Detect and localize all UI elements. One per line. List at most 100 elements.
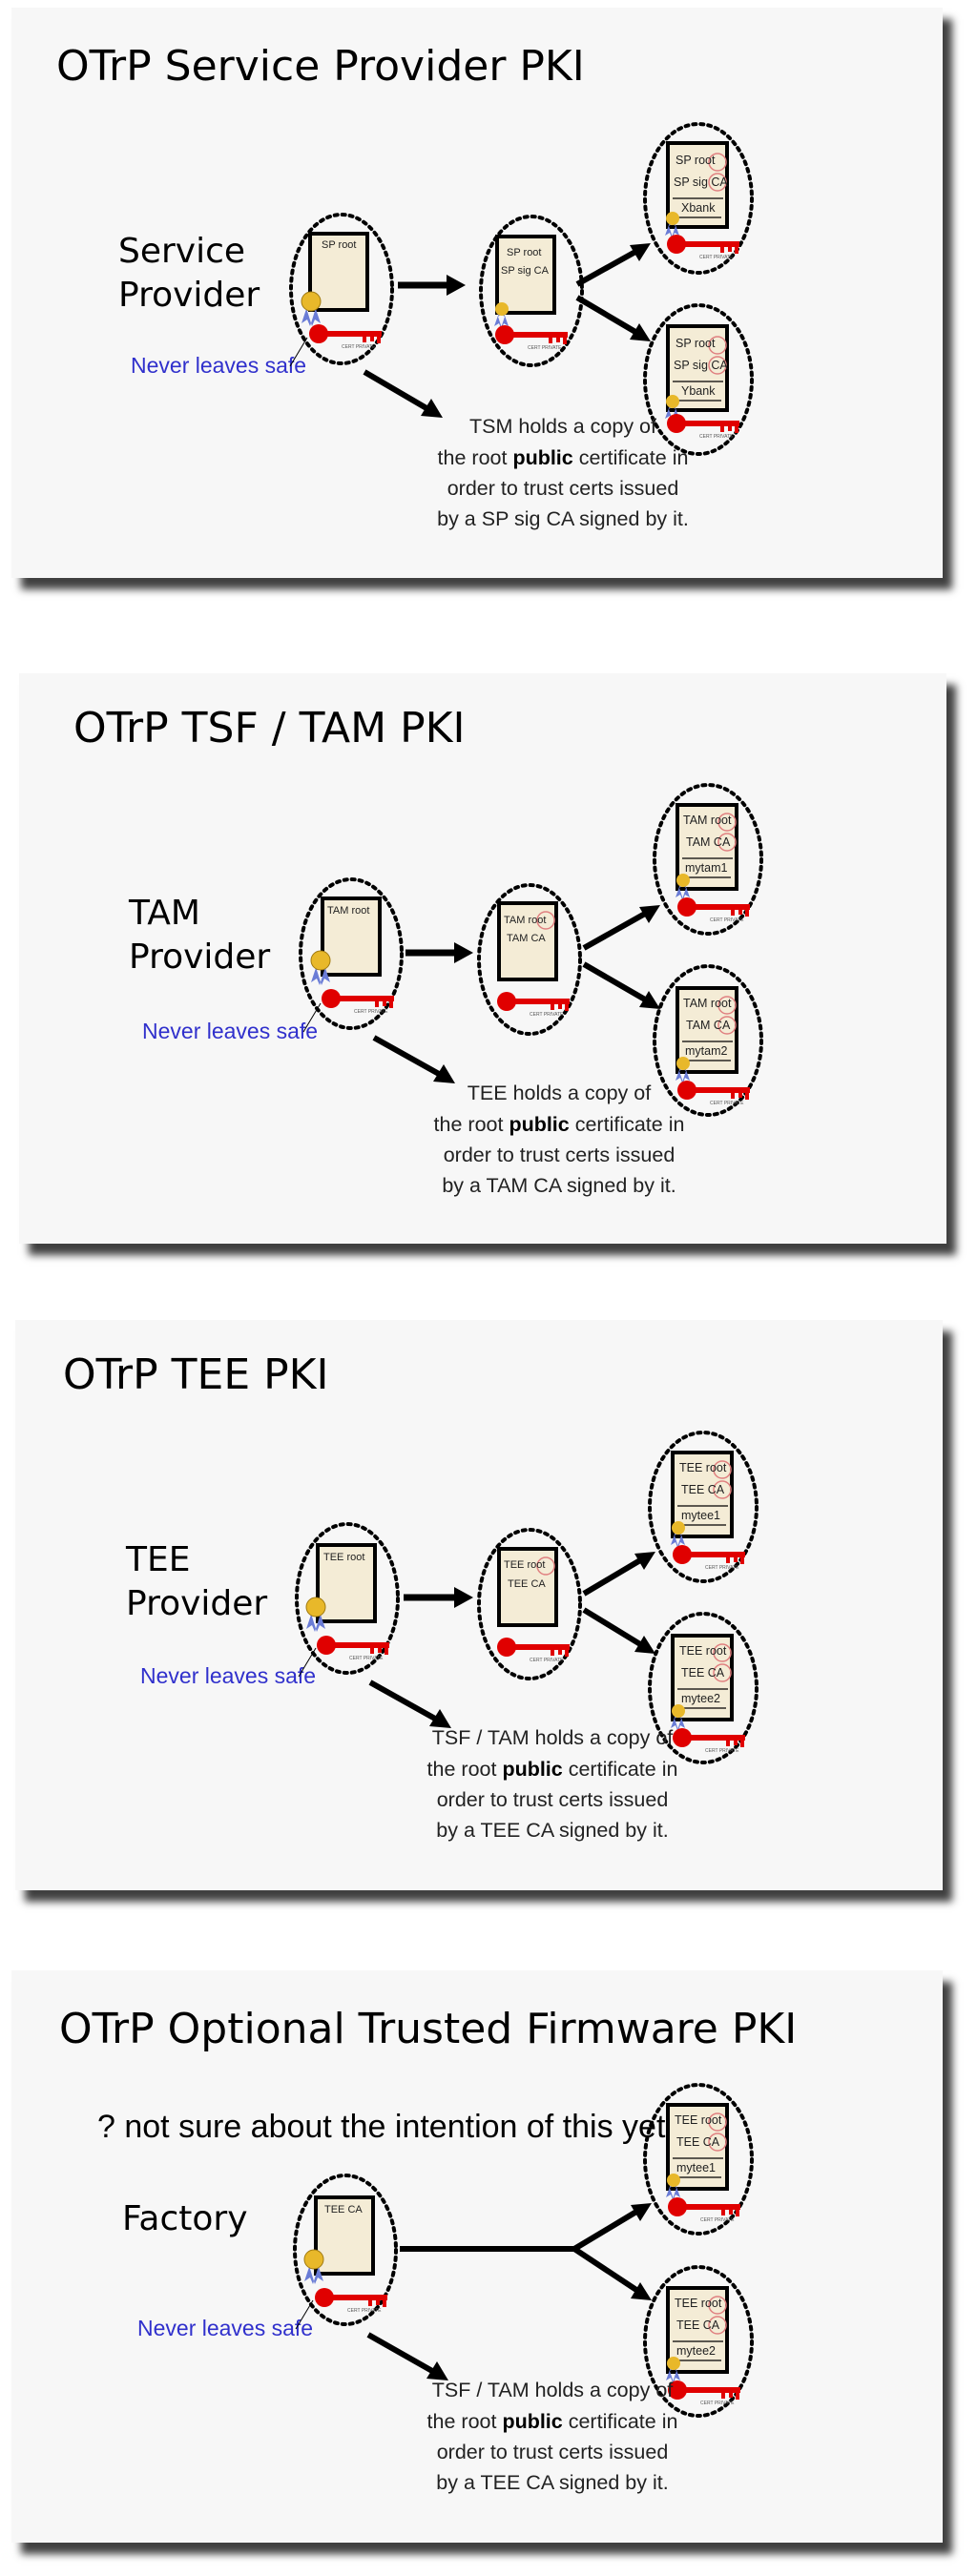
ca-certificate-icon: SP root SP sig CA	[495, 235, 556, 315]
root-oval	[293, 2174, 398, 2326]
seal-ribbon-icon	[494, 302, 509, 328]
private-key-icon: CERT PRIVATE	[667, 235, 739, 260]
arrow-head	[426, 2361, 448, 2380]
note-line3: order to trust certs issued	[437, 1788, 669, 1811]
arrow-root-to-note	[366, 2332, 434, 2374]
key-tag: CERT PRIVATE	[710, 917, 744, 923]
seal-ribbon-icon	[676, 1057, 690, 1082]
never-leaves-safe-label: Never leaves safe	[137, 2316, 313, 2340]
ca-oval	[477, 883, 582, 1036]
root-note: TSM holds a copy of the root public cert…	[437, 415, 689, 530]
note-line4: by a TEE CA signed by it.	[436, 1819, 668, 1842]
arrow-head	[421, 399, 443, 418]
ca-certificate-icon: TEE root TEE CA	[497, 1547, 558, 1627]
arrow-head	[631, 2203, 652, 2221]
arrow-root-to-note	[368, 1680, 437, 1721]
never-leaves-safe-label: Never leaves safe	[131, 353, 306, 378]
arrow-root-to-note	[363, 369, 428, 411]
private-key-icon: CERT PRIVATE	[495, 325, 568, 351]
ca-cert-line1: SP root	[507, 247, 542, 258]
panel-tsf-tam-pki: OTrP TSF / TAM PKI TAM Provider TAM root…	[19, 673, 946, 1244]
key-tag: CERT PRIVATE	[699, 255, 734, 260]
panel-title: OTrP Optional Trusted Firmware PKI	[59, 2005, 797, 2053]
note-line4: by a TEE CA signed by it.	[436, 2471, 668, 2494]
leaf1-line2: TEE CA	[681, 1483, 725, 1496]
callout-line	[295, 2299, 314, 2330]
leaf2-line3: mytee2	[681, 1692, 720, 1705]
private-key-icon: CERT PRIVATE	[668, 2197, 740, 2223]
leaf2-line1: TEE root	[675, 2297, 722, 2310]
arrow-ca-to-leaf2	[575, 295, 637, 335]
arrow-ca-to-leaf2	[582, 1607, 642, 1647]
private-key-icon: CERT PRIVATE	[497, 992, 570, 1018]
note-line1: TSF / TAM holds a copy of	[432, 1726, 674, 1749]
private-key-icon: CERT PRIVATE	[322, 989, 394, 1015]
private-key-icon: CERT PRIVATE	[315, 2288, 387, 2314]
note-line3: order to trust certs issued	[447, 477, 679, 500]
seal-ribbon-icon	[305, 1597, 326, 1632]
leaf1-certificate-icon: SP root SP sig CA Xbank	[666, 141, 729, 229]
key-tag: CERT PRIVATE	[530, 1658, 564, 1663]
provider-label-line2: Provider	[129, 938, 270, 977]
key-tag: CERT PRIVATE	[699, 434, 734, 440]
key-tag: CERT PRIVATE	[530, 1012, 564, 1018]
seal-ribbon-icon	[665, 395, 679, 421]
key-tag: CERT PRIVATE	[342, 344, 376, 350]
leaf2-line3: mytee2	[676, 2344, 716, 2358]
note-line4: by a TAM CA signed by it.	[442, 1174, 676, 1197]
ca-certificate-icon: TAM root TAM CA	[497, 901, 558, 981]
arrow-head	[639, 905, 660, 923]
provider-label-line2: Provider	[126, 1584, 267, 1623]
panel-title: OTrP Service Provider PKI	[56, 42, 585, 91]
leaf2-oval	[643, 303, 754, 456]
leaf2-oval	[643, 2265, 754, 2418]
note-line3: order to trust certs issued	[437, 2441, 669, 2463]
key-tag: CERT PRIVATE	[354, 1009, 388, 1015]
root-cert-label: TEE CA	[324, 2204, 363, 2215]
panel-tee-pki: OTrP TEE PKI TEE Provider TEE root CERT …	[15, 1320, 943, 1890]
leaf2-line2: TEE CA	[681, 1666, 725, 1680]
ca-cert-line1: TEE root	[504, 1559, 545, 1571]
leaf1-line2: TEE CA	[676, 2135, 720, 2149]
leaf2-line3: Ybank	[681, 384, 716, 398]
leaf2-line2: TEE CA	[676, 2318, 720, 2332]
arrow-ca-to-leaf1	[575, 249, 637, 287]
root-cert-label: TEE root	[323, 1552, 364, 1563]
root-certificate-icon: TEE CA	[314, 2195, 375, 2276]
key-tag: CERT PRIVATE	[700, 2217, 735, 2223]
root-note: TEE holds a copy of the root public cert…	[434, 1082, 685, 1197]
root-note: TSF / TAM holds a copy of the root publi…	[427, 2379, 678, 2494]
note-line2: the root public certificate in	[438, 446, 689, 469]
key-tag: CERT PRIVATE	[347, 2308, 382, 2314]
leaf2-line3: mytam2	[685, 1044, 728, 1058]
private-key-icon: CERT PRIVATE	[667, 414, 739, 440]
ca-cert-line2: TEE CA	[508, 1578, 546, 1590]
root-certificate-icon: TAM root	[321, 896, 382, 977]
leaf1-line3: mytam1	[685, 861, 728, 875]
key-tag: CERT PRIVATE	[349, 1656, 384, 1661]
leaf1-certificate-icon: TEE root TEE CA mytee1	[666, 2103, 729, 2191]
leaf1-line2: TAM CA	[686, 835, 731, 849]
leaf1-certificate-icon: TAM root TAM CA mytam1	[676, 803, 738, 891]
seal-ribbon-icon	[666, 2174, 680, 2199]
root-cert-label: SP root	[322, 239, 357, 251]
note-line2: the root public certificate in	[427, 1758, 678, 1781]
provider-label-line1: TEE	[125, 1540, 190, 1579]
leaf1-oval	[643, 2083, 754, 2236]
panel-title: OTrP TEE PKI	[63, 1350, 328, 1399]
leaf2-line2: SP sig CA	[674, 359, 728, 372]
leaf1-line1: TAM root	[683, 814, 732, 827]
leaf1-line1: TEE root	[675, 2113, 722, 2127]
note-line1: TEE holds a copy of	[468, 1082, 651, 1104]
seal-ribbon-icon	[665, 212, 679, 237]
root-cert-label: TAM root	[327, 905, 369, 917]
leaf2-line1: TEE root	[679, 1644, 727, 1658]
leaf1-certificate-icon: TEE root TEE CA mytee1	[671, 1451, 734, 1538]
ca-oval	[479, 215, 584, 367]
callout-line	[289, 337, 308, 367]
arrow-head	[639, 991, 660, 1009]
leaf1-line1: SP root	[676, 154, 716, 167]
seal-ribbon-icon	[310, 950, 331, 985]
provider-label-line1: Service	[118, 232, 245, 271]
leaf2-certificate-icon: TEE root TEE CA mytee2	[671, 1634, 734, 1721]
